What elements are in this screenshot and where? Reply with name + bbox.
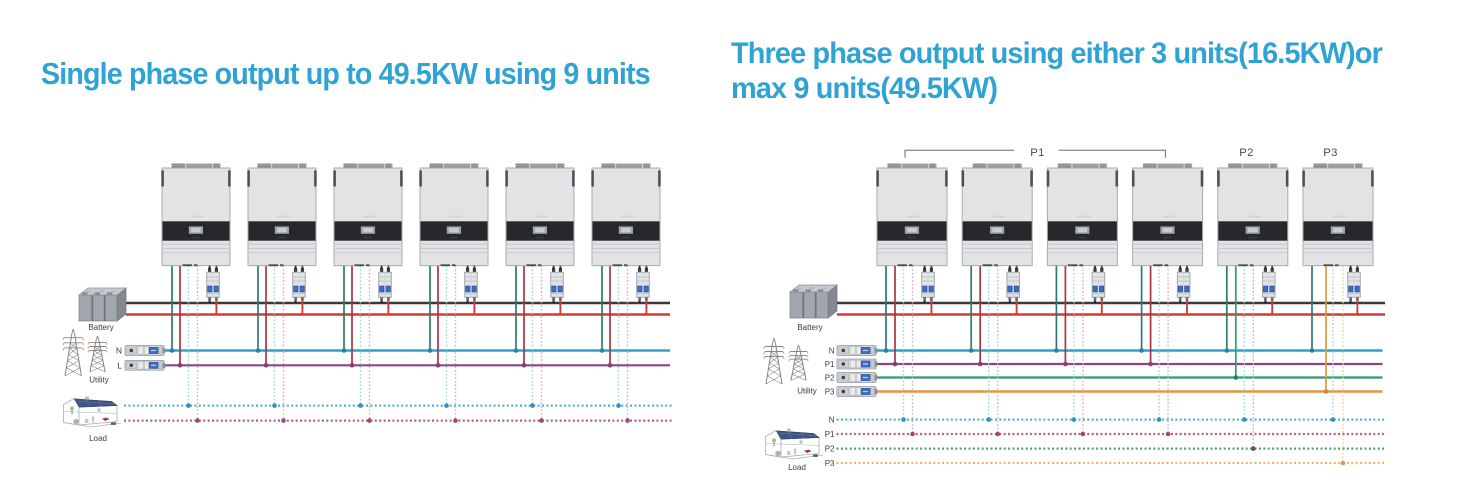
svg-text:Utility: Utility	[797, 387, 817, 396]
svg-text:N: N	[829, 347, 835, 356]
svg-text:P3: P3	[825, 388, 835, 397]
svg-text:N: N	[116, 346, 122, 356]
svg-text:P1: P1	[825, 360, 835, 369]
svg-text:Battery: Battery	[88, 323, 113, 332]
svg-text:P2: P2	[1239, 147, 1254, 159]
svg-text:Battery: Battery	[797, 323, 822, 332]
svg-text:Load: Load	[788, 463, 806, 472]
svg-text:L: L	[117, 360, 122, 370]
svg-text:P3: P3	[1323, 147, 1338, 159]
svg-text:P3: P3	[825, 459, 835, 468]
svg-text:P1: P1	[825, 430, 835, 439]
svg-text:P1: P1	[1030, 147, 1045, 159]
svg-text:Utility: Utility	[89, 376, 109, 385]
svg-text:N: N	[829, 416, 835, 425]
svg-text:Load: Load	[89, 434, 107, 443]
svg-text:P2: P2	[825, 445, 835, 454]
svg-text:P2: P2	[825, 374, 835, 383]
